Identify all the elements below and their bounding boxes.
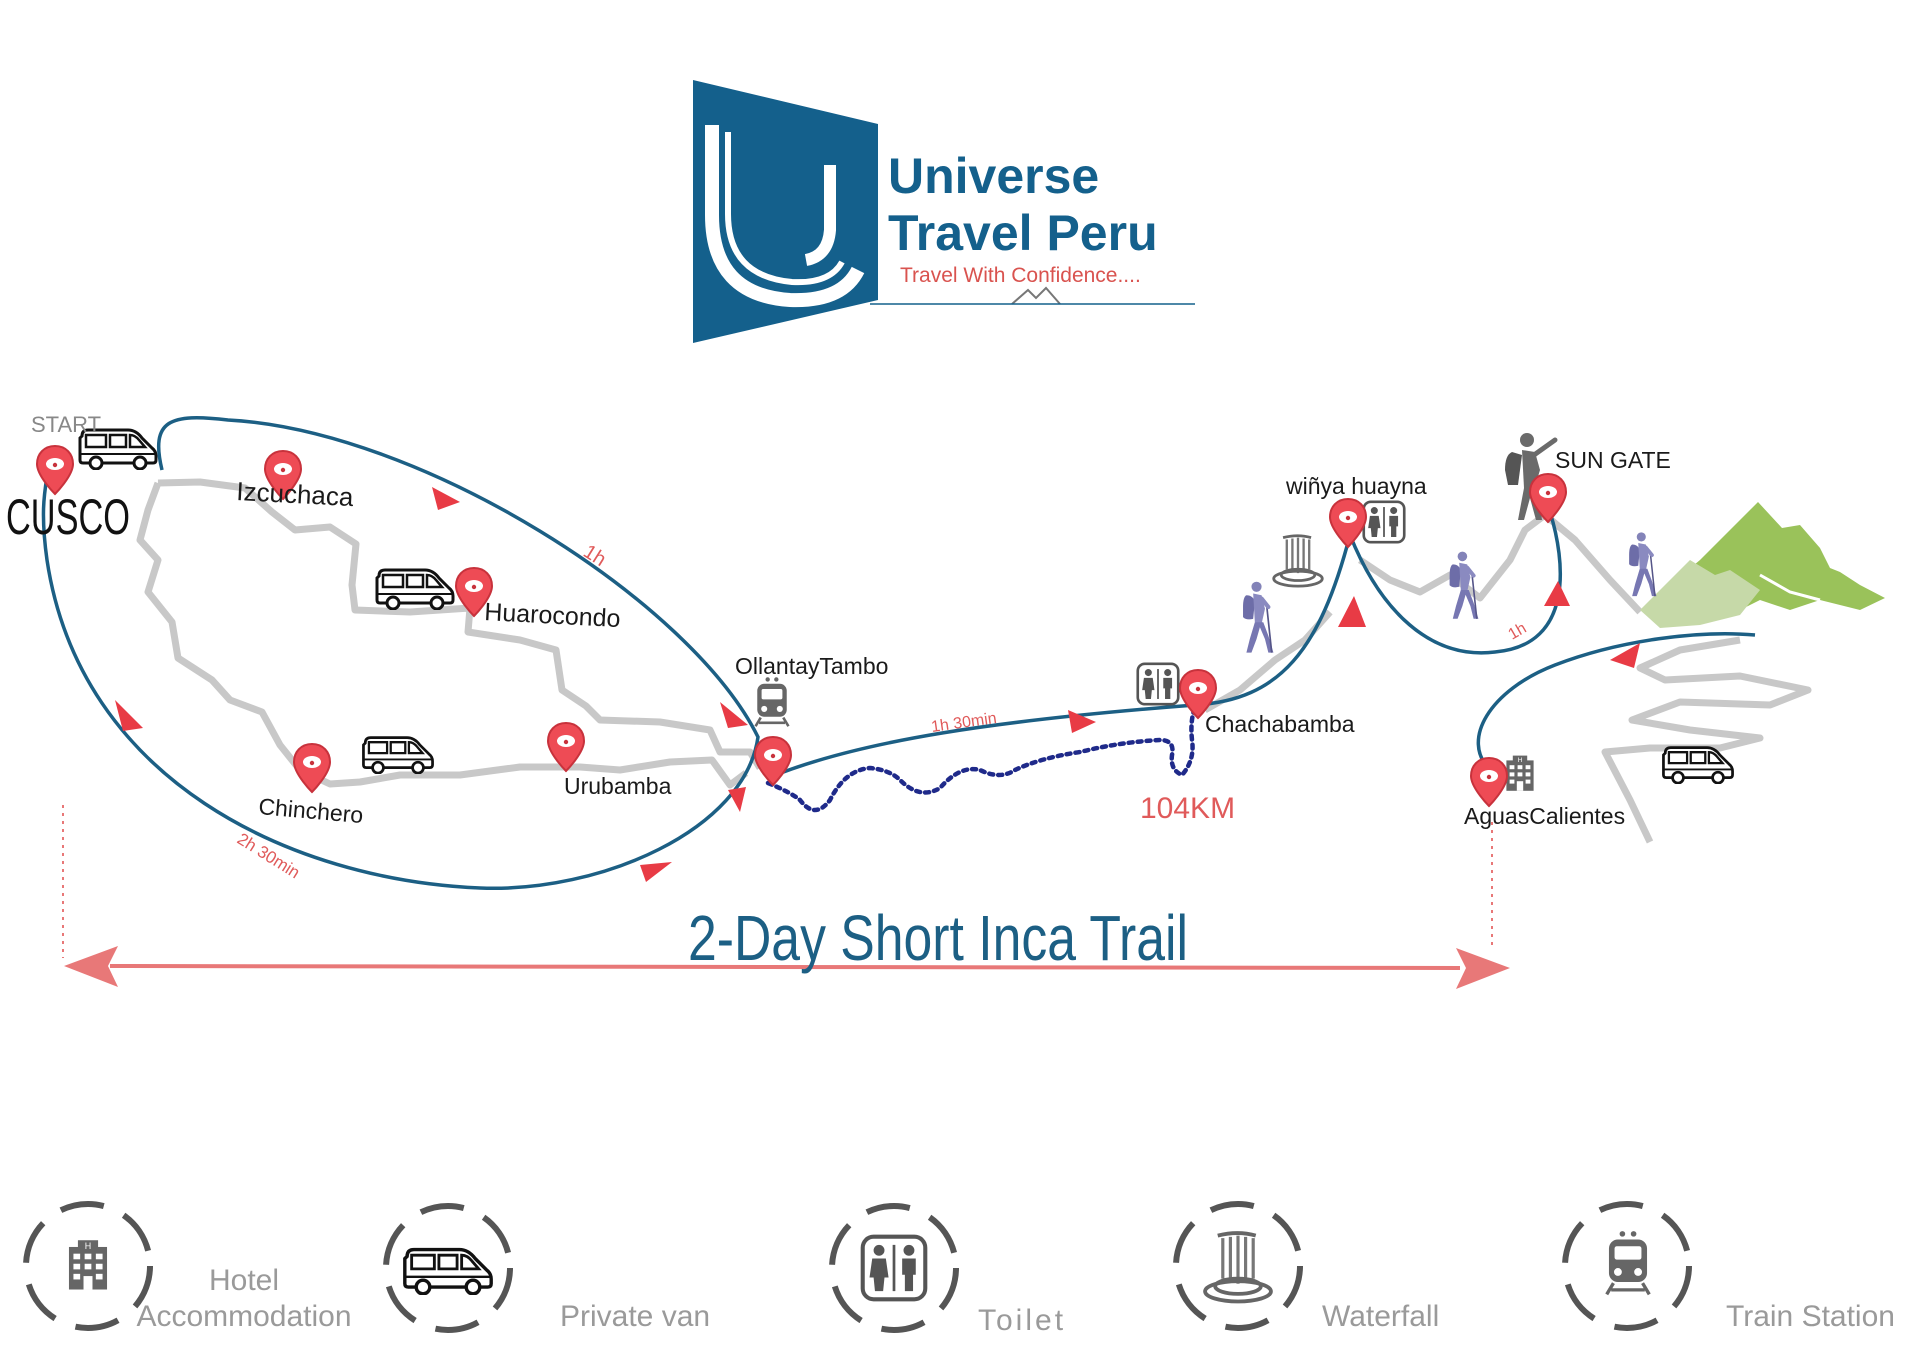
route-ellipse-loop <box>41 416 760 890</box>
hotel-icon-aguascalientes <box>1506 755 1534 791</box>
duration-label-north: 1h <box>579 541 610 571</box>
route-lines <box>41 416 1756 890</box>
train-icon-ollantaytambo <box>754 676 790 728</box>
pin-icon-cusco <box>36 445 74 495</box>
legend-label-train: Train Station <box>1726 1300 1895 1333</box>
legend-label-waterfall: Waterfall <box>1322 1300 1439 1333</box>
legend-item-van: Private van <box>383 1203 710 1333</box>
arrow-south-2 <box>640 862 672 882</box>
place-label-winya-huayna: wiñya huayna <box>1285 473 1427 499</box>
road-zigzag <box>1601 636 1812 844</box>
logo-mountain-icon <box>1011 286 1061 305</box>
arrow-winya-up <box>1338 596 1366 627</box>
machu-picchu-mountain-icon <box>1640 502 1885 628</box>
logo-brand-line1: Universe <box>888 148 1099 204</box>
company-logo: Universe Travel Peru Travel With Confide… <box>693 80 1195 343</box>
van-icon-urubamba <box>362 736 434 774</box>
duration-label-sungate: 1h <box>1506 620 1530 644</box>
road-hill <box>1203 609 1333 714</box>
direction-arrows <box>115 487 1640 882</box>
road-south <box>136 481 749 789</box>
hotel-icon <box>68 1240 108 1290</box>
legend-item-train: Train Station <box>1562 1201 1895 1333</box>
arrow-sungate-up <box>1544 581 1570 606</box>
route-ollanta-to-km104 <box>767 703 1196 780</box>
legend-item-hotel: Hotel Accommodation <box>23 1201 352 1333</box>
hiker-icon-2 <box>1447 550 1480 621</box>
place-label-izcuchaca: Izcuchaca <box>236 476 355 512</box>
km-marker-label: 104KM <box>1140 792 1235 825</box>
van-icon <box>403 1247 493 1295</box>
start-label: START <box>31 412 101 437</box>
route-winya-to-sungate <box>1348 511 1562 655</box>
logo-u-mark <box>705 125 865 308</box>
pin-icon-aguascalientes <box>1470 757 1508 807</box>
route-km104-to-winya <box>1194 534 1352 707</box>
logo-brand-line2: Travel Peru <box>888 205 1158 261</box>
hiker-icon-1 <box>1243 582 1273 653</box>
hiker-icon-3 <box>1627 530 1658 599</box>
origin-label-cusco: CUSCO <box>6 489 130 545</box>
pin-icon-ollantaytambo <box>754 736 792 786</box>
place-label-sun-gate: SUN GATE <box>1555 447 1671 473</box>
arrow-north-1 <box>432 487 460 510</box>
legend-item-waterfall: Waterfall <box>1173 1201 1439 1333</box>
van-icon-huarocondo <box>375 568 455 610</box>
van-icon-aguascalientes <box>1662 746 1734 784</box>
route-aguascalientes-to-ridge <box>1476 632 1756 772</box>
duration-label-train: 1h 30min <box>930 710 998 736</box>
toilet-icon-chachabamba <box>1136 662 1180 706</box>
train-icon <box>1604 1229 1652 1297</box>
waterfall-icon <box>1203 1231 1273 1304</box>
place-label-aguascalientes: AguasCalientes <box>1464 803 1625 829</box>
legend-label-van: Private van <box>560 1300 710 1333</box>
legend: Hotel Accommodation Private van Toilet W… <box>23 1201 1895 1337</box>
trip-title: 2-Day Short Inca Trail <box>688 902 1188 974</box>
road-sungate-mountain <box>1542 512 1643 615</box>
toilet-icon <box>863 1237 926 1300</box>
waterfall-icon-map <box>1272 534 1324 588</box>
arrow-train <box>1068 710 1096 733</box>
place-label-urubamba: Urubamba <box>564 773 672 799</box>
pin-icon-winya-huayna <box>1329 498 1367 548</box>
inca-trail-dotted-path <box>765 705 1198 813</box>
arrow-north-2 <box>720 702 748 728</box>
legend-label-toilet: Toilet <box>978 1304 1066 1337</box>
legend-item-toilet: Toilet <box>829 1203 1066 1337</box>
place-labels: START CUSCO Izcuchaca Huarocondo Chinche… <box>6 412 1671 829</box>
place-label-ollantaytambo: OllantayTambo <box>735 653 888 679</box>
arrow-south-1 <box>115 700 143 731</box>
place-label-chachabamba: Chachabamba <box>1205 711 1355 737</box>
arrow-ollanta-up <box>728 787 746 812</box>
logo-tagline: Travel With Confidence.... <box>900 264 1141 287</box>
arrow-ridge-left <box>1610 643 1640 668</box>
legend-label-hotel-line2: Accommodation <box>136 1300 351 1333</box>
trip-span-indicator: 2-Day Short Inca Trail <box>62 805 1510 989</box>
place-label-huarocondo: Huarocondo <box>484 598 621 633</box>
span-arrow-right <box>1456 948 1510 989</box>
legend-label-hotel-line1: Hotel <box>209 1264 279 1297</box>
toilet-icon-winya <box>1362 500 1406 544</box>
place-label-chinchero: Chinchero <box>258 793 365 828</box>
span-arrow-left <box>64 946 118 987</box>
road-north <box>157 478 763 770</box>
